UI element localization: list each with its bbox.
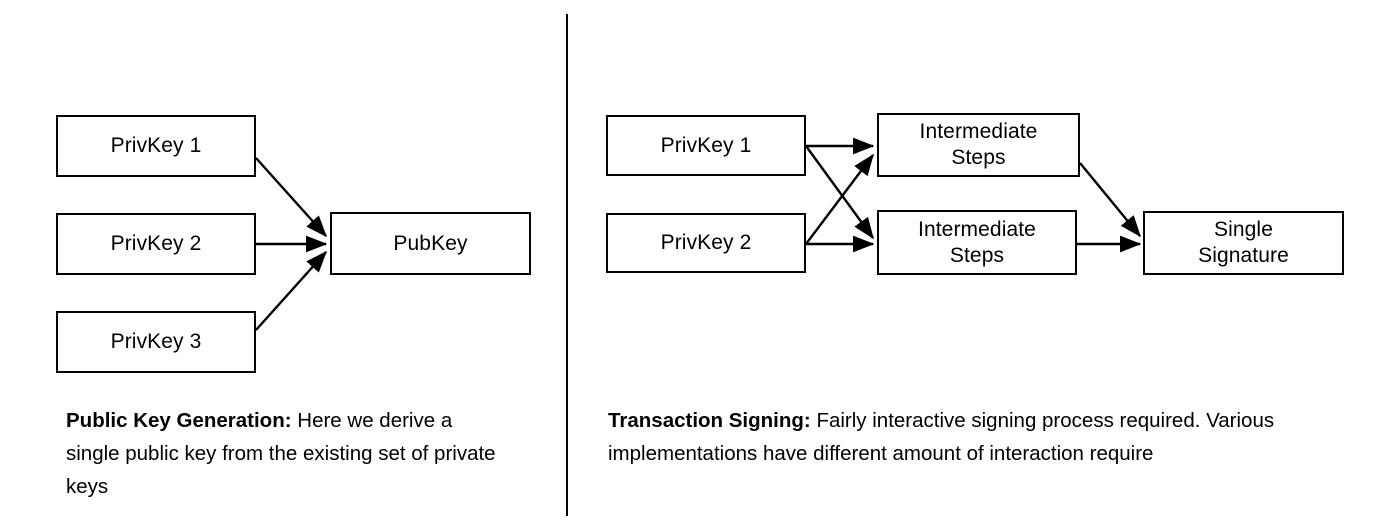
node-label: PrivKey 1 [110, 134, 202, 158]
node-left-privkey-2[interactable]: PrivKey 2 [56, 213, 256, 275]
caption-body: Here we derive a single public key from … [66, 409, 496, 499]
node-left-privkey-3[interactable]: PrivKey 3 [56, 311, 256, 373]
panel-transaction-signing: PrivKey 1 PrivKey 2 Intermediate Steps I… [567, 0, 1400, 528]
caption-public-key-generation: Public Key Generation: Here we derive a … [66, 404, 496, 504]
caption-lead: Transaction Signing: [608, 409, 811, 432]
node-right-intermediate-steps-1[interactable]: Intermediate Steps [877, 113, 1080, 177]
edge-e-pk3-pub [255, 250, 327, 331]
edge-e-pk1-pub [255, 157, 327, 238]
node-label: PrivKey 2 [660, 231, 752, 255]
caption-body: Fairly interactive signing process requi… [608, 409, 1275, 466]
panel-public-key-generation: PrivKey 1 PrivKey 2 PrivKey 3 PubKey Pub… [0, 0, 567, 528]
node-left-pubkey[interactable]: PubKey [330, 212, 531, 275]
node-label: PrivKey 2 [110, 232, 202, 256]
node-label: Intermediate Steps [919, 120, 1038, 169]
edge-e-rpk2-int1 [805, 153, 874, 245]
node-right-privkey-2[interactable]: PrivKey 2 [606, 213, 806, 273]
node-left-privkey-1[interactable]: PrivKey 1 [56, 115, 256, 177]
node-label: PrivKey 3 [110, 330, 202, 354]
node-label: Intermediate Steps [918, 217, 1036, 267]
node-right-single-signature[interactable]: Single Signature [1143, 211, 1344, 275]
node-right-intermediate-steps-2[interactable]: Intermediate Steps [877, 210, 1077, 275]
edge-e-rpk1-int2 [805, 145, 874, 240]
node-label: Single Signature [1198, 218, 1289, 267]
edge-e-int1-sig [1079, 162, 1141, 238]
panel-divider [566, 14, 568, 516]
node-label: PrivKey 1 [660, 133, 752, 157]
node-right-privkey-1[interactable]: PrivKey 1 [606, 115, 806, 176]
caption-transaction-signing: Transaction Signing: Fairly interactive … [608, 404, 1298, 470]
caption-lead: Public Key Generation: [66, 409, 292, 432]
node-label: PubKey [393, 231, 468, 255]
